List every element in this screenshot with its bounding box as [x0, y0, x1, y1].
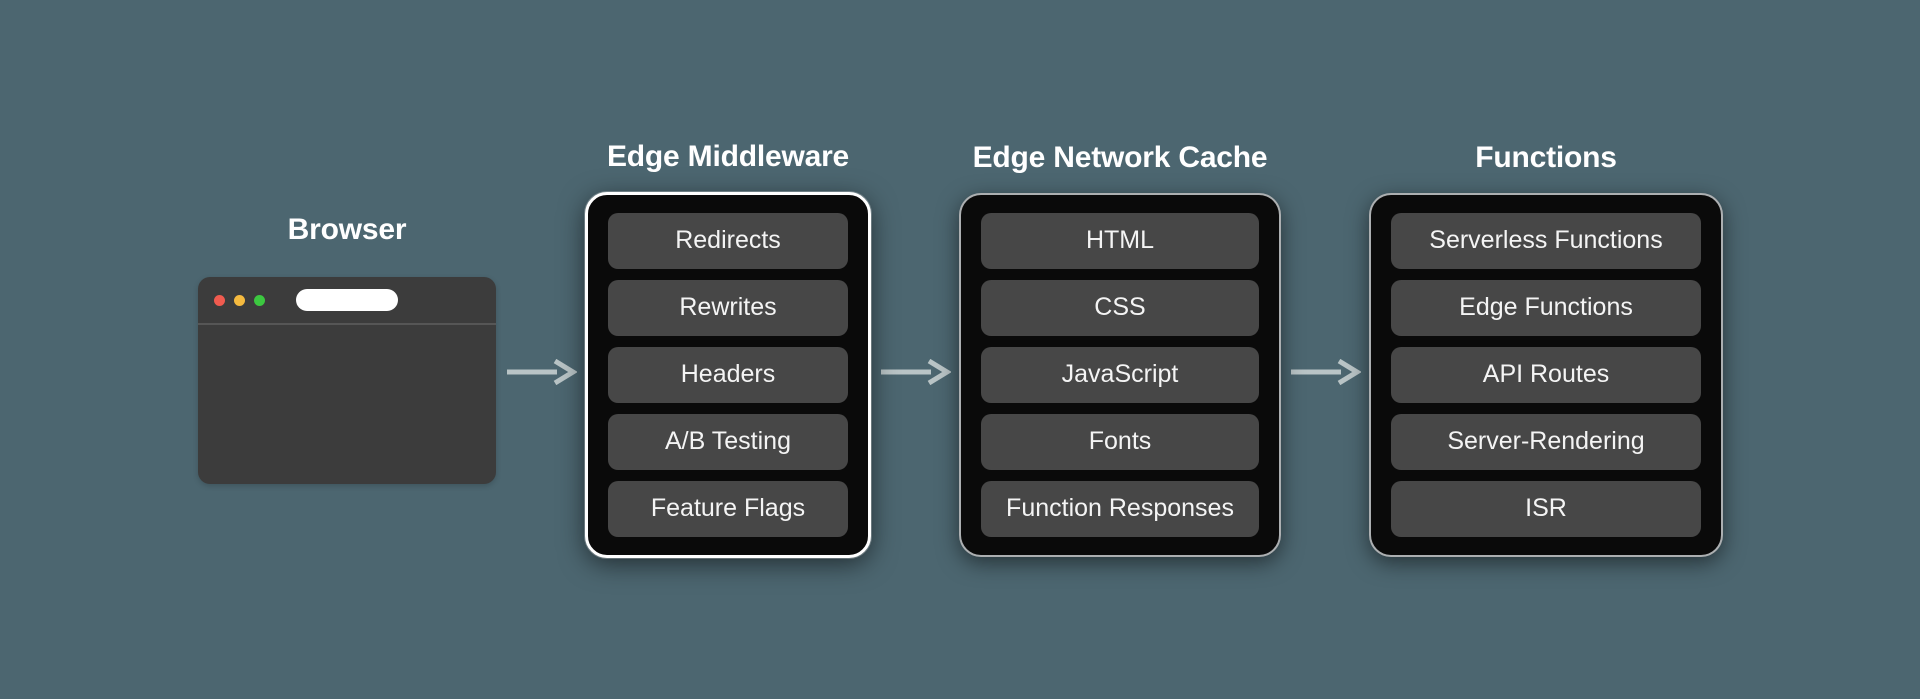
- maximize-dot[interactable]: [254, 294, 265, 306]
- list-item[interactable]: A/B Testing: [608, 413, 848, 470]
- edge-network-cache-panel[interactable]: HTML CSS JavaScript Fonts Function Respo…: [959, 192, 1281, 557]
- list-item[interactable]: Serverless Functions: [1391, 212, 1701, 269]
- list-item[interactable]: Rewrites: [608, 279, 848, 336]
- functions-title: Functions: [1475, 140, 1617, 174]
- list-item[interactable]: API Routes: [1391, 346, 1701, 403]
- list-item[interactable]: JavaScript: [981, 346, 1259, 403]
- stage-edge-middleware: Edge Middleware Redirects Rewrites Heade…: [585, 139, 871, 558]
- browser-chrome: [198, 277, 496, 325]
- stage-functions: Functions Serverless Functions Edge Func…: [1369, 140, 1723, 557]
- list-item[interactable]: Fonts: [981, 413, 1259, 470]
- stage-browser: Browser: [197, 215, 497, 484]
- minimize-dot[interactable]: [234, 294, 245, 306]
- list-item[interactable]: Feature Flags: [608, 480, 848, 537]
- arrow-cache-to-functions: [1281, 352, 1369, 392]
- list-item[interactable]: Server-Rendering: [1391, 413, 1701, 470]
- stage-edge-network-cache: Edge Network Cache HTML CSS JavaScript F…: [959, 140, 1281, 557]
- traffic-light-dots: [214, 294, 265, 306]
- list-item[interactable]: Edge Functions: [1391, 279, 1701, 336]
- list-item[interactable]: ISR: [1391, 480, 1701, 537]
- close-dot[interactable]: [214, 294, 225, 306]
- edge-middleware-title: Edge Middleware: [606, 139, 850, 173]
- browser-title: Browser: [287, 213, 407, 246]
- list-item[interactable]: Headers: [608, 346, 848, 403]
- pipeline-flow: Browser Edge Mid: [197, 139, 1723, 558]
- list-item[interactable]: Redirects: [608, 212, 848, 269]
- arrow-browser-to-middleware: [497, 352, 585, 392]
- browser-window[interactable]: [198, 277, 496, 484]
- list-item[interactable]: CSS: [981, 279, 1259, 336]
- edge-middleware-panel[interactable]: Redirects Rewrites Headers A/B Testing F…: [585, 191, 871, 558]
- list-item[interactable]: HTML: [981, 212, 1259, 269]
- browser-url-bar[interactable]: [296, 289, 398, 311]
- arrow-middleware-to-cache: [871, 352, 959, 392]
- functions-panel[interactable]: Serverless Functions Edge Functions API …: [1369, 192, 1723, 557]
- edge-network-cache-title: Edge Network Cache: [972, 140, 1268, 174]
- list-item[interactable]: Function Responses: [981, 480, 1259, 537]
